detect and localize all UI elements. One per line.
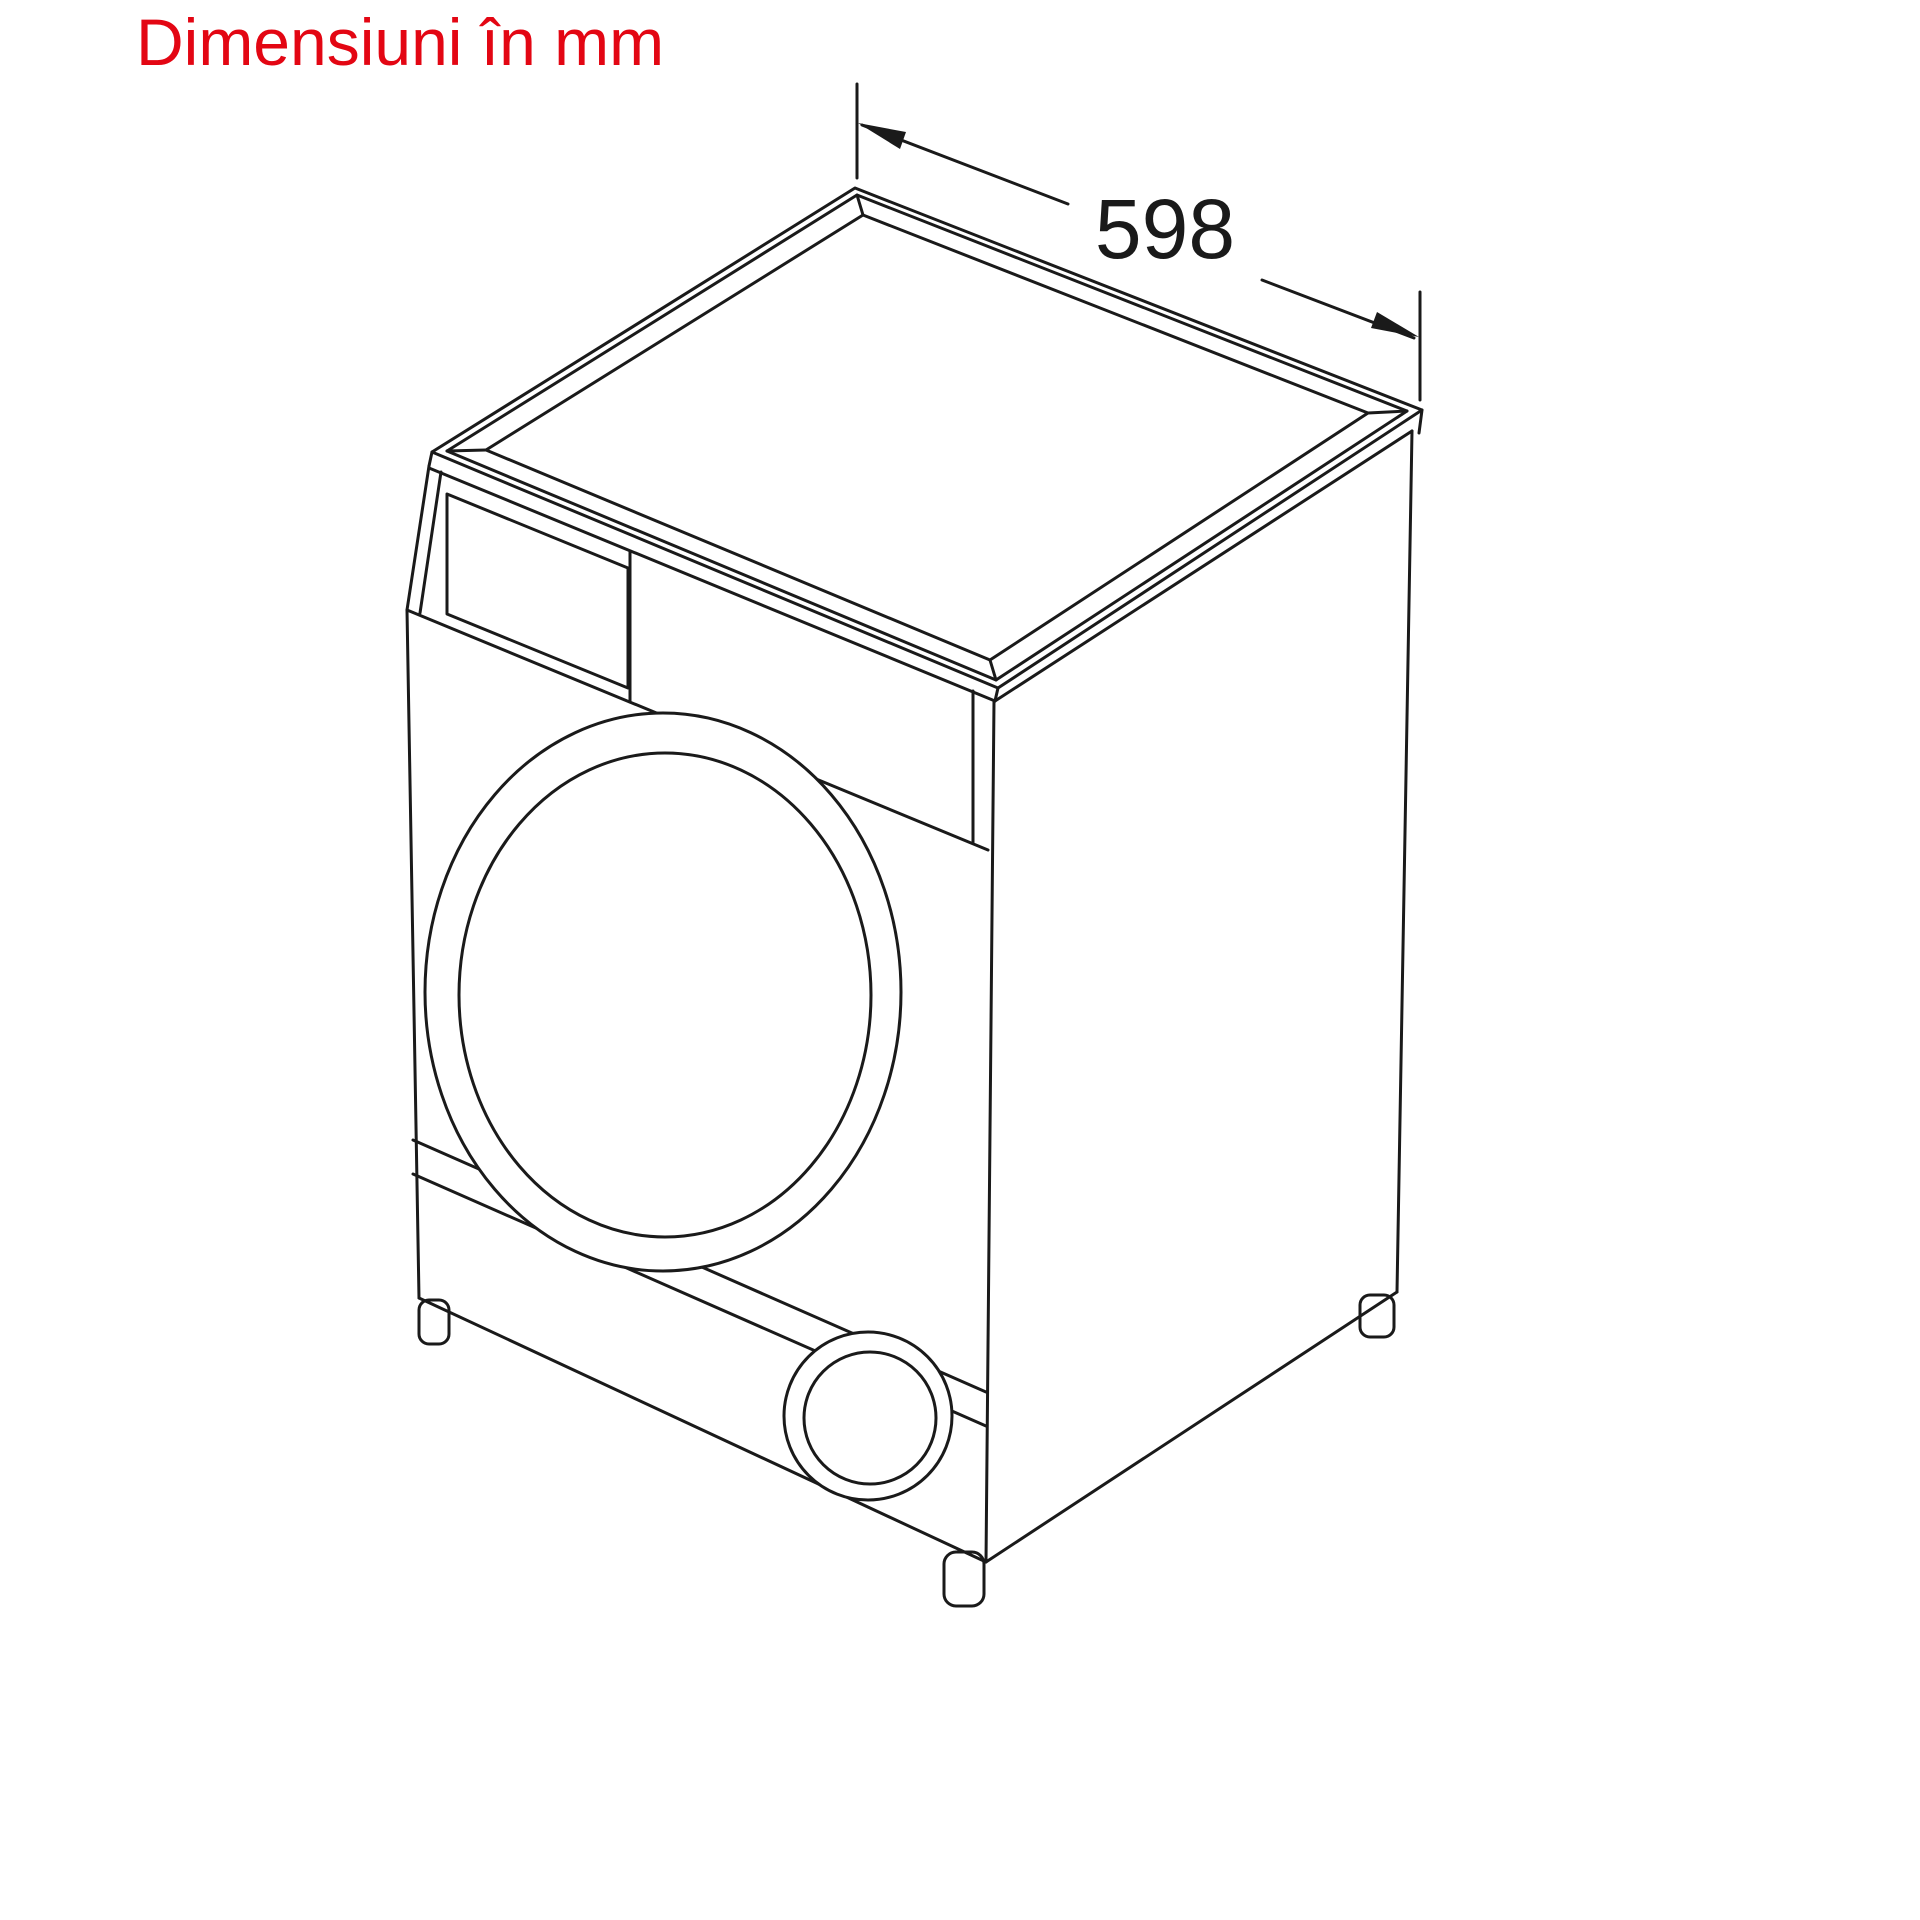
top-inner-panel [484, 213, 1370, 662]
dimension-value: 598 [1095, 182, 1235, 276]
top-corner-tick-front [988, 658, 998, 682]
control-panel-left-edge [405, 464, 431, 612]
dimension-arrow-left [858, 123, 906, 149]
appliance-feet [417, 1293, 1396, 1608]
top-corner-tick-back [855, 193, 865, 217]
top-panel [430, 186, 1424, 690]
page-title: Dimensiuni în mm [136, 5, 665, 79]
top-corner-tick-left [445, 448, 488, 453]
front-left-edge [405, 608, 421, 1300]
front-panel [405, 450, 997, 1564]
filter-flap-outer [782, 1330, 954, 1502]
top-outer-edge [430, 186, 1424, 690]
side-right-edge [1395, 429, 1414, 1294]
foot-rear-right [1358, 1293, 1396, 1339]
front-side-corner-edge [984, 699, 996, 1564]
door-outer-ring [423, 711, 903, 1273]
door-window [457, 751, 873, 1239]
foot-front-right [942, 1550, 986, 1608]
side-top-edge-thickness-right [1417, 408, 1424, 435]
dimension-annotation: 598 [855, 82, 1422, 402]
control-panel-display [445, 492, 630, 690]
foot-front-left [417, 1298, 451, 1346]
top-corner-tick-right [1366, 409, 1409, 415]
side-under-rim-line [993, 429, 1414, 703]
top-rim-line [445, 193, 1409, 682]
control-panel-left-sliver [418, 470, 443, 615]
filter-flap-inner [802, 1350, 938, 1486]
front-under-rim-line [427, 466, 997, 703]
front-bottom-edge [417, 1296, 988, 1564]
side-panel [984, 408, 1424, 1564]
side-bottom-edge [984, 1290, 1399, 1564]
dimension-arrow-right [1371, 312, 1419, 337]
front-top-edge-thickness [427, 450, 434, 468]
side-top-edge-thickness-front [993, 686, 1000, 703]
